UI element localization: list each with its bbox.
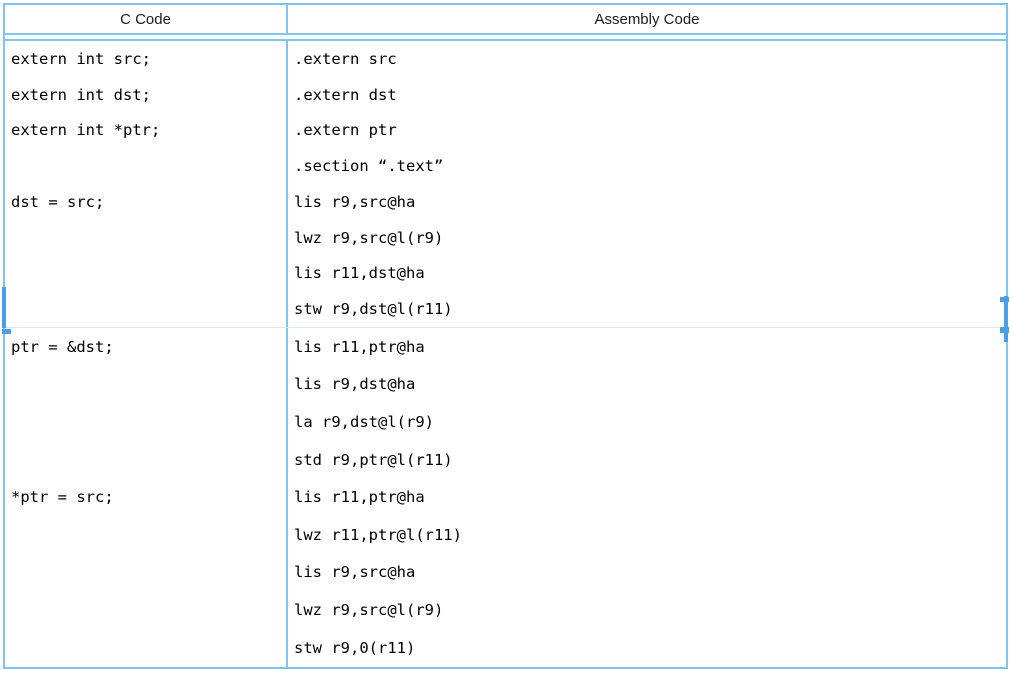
- code-line: [11, 441, 286, 479]
- code-line: dst = src;: [11, 192, 105, 211]
- table-header-row: C Code Assembly Code: [5, 5, 1006, 33]
- code-line: lis r11,dst@ha: [294, 264, 425, 283]
- code-line: lis r11,ptr@ha: [294, 488, 425, 507]
- code-line: lwz r11,ptr@l(r11): [294, 525, 462, 544]
- code-line: [11, 629, 286, 667]
- code-line: lis r11,ptr@ha: [294, 337, 425, 356]
- header-cell-c-code: C Code: [5, 5, 288, 33]
- assembly-code-cell-1: .extern src .extern dst .extern ptr .sectio…: [288, 41, 1006, 327]
- c-code-cell-2: ptr = &dst; *ptr = src;: [5, 328, 288, 667]
- code-line: .section “.text”: [294, 157, 444, 176]
- code-line: extern int *ptr;: [11, 121, 161, 140]
- code-line: [11, 516, 286, 554]
- code-line: [11, 148, 286, 184]
- table-border-handle-left[interactable]: [2, 287, 6, 328]
- code-line: .extern ptr: [294, 121, 397, 140]
- code-line: lis r9,src@ha: [294, 192, 416, 211]
- code-line: lis r9,src@ha: [294, 563, 416, 582]
- code-line: [11, 220, 286, 256]
- code-comparison-table: C Code Assembly Code extern int src;exte…: [3, 3, 1008, 669]
- code-line: lis r9,dst@ha: [294, 375, 416, 394]
- table-border-handle-right-tab-bottom[interactable]: [1000, 327, 1009, 333]
- table-border-handle-right-tab-top[interactable]: [1000, 297, 1009, 302]
- code-line: *ptr = src;: [11, 488, 114, 507]
- code-line: [11, 366, 286, 404]
- code-line: extern int dst;: [11, 85, 151, 104]
- table-border-handle-left-tab[interactable]: [2, 329, 11, 334]
- code-line: [11, 403, 286, 441]
- code-line: [11, 554, 286, 592]
- code-line: .extern src: [294, 49, 397, 68]
- code-line: la r9,dst@l(r9): [294, 412, 434, 431]
- table-border-handle-right[interactable]: [1004, 296, 1008, 342]
- code-line: [11, 591, 286, 629]
- code-line: std r9,ptr@l(r11): [294, 450, 453, 469]
- code-line: stw r9,0(r11): [294, 638, 416, 657]
- header-cell-assembly-code: Assembly Code: [594, 10, 700, 28]
- code-line: [11, 291, 286, 327]
- code-line: .extern dst: [294, 85, 397, 104]
- table-row-group-1: extern int src; extern int dst; extern int…: [5, 41, 1006, 327]
- code-line: ptr = &dst;: [11, 337, 114, 356]
- code-line: [11, 256, 286, 292]
- code-line: extern int src;: [11, 49, 151, 68]
- row-divider-line: [5, 327, 1006, 328]
- code-line: stw r9,dst@l(r11): [294, 300, 453, 319]
- code-line: lwz r9,src@l(r9): [294, 600, 444, 619]
- header-double-rule: [5, 33, 1006, 41]
- c-code-cell-1: extern int src; extern int dst; extern int…: [5, 41, 288, 327]
- code-line: lwz r9,src@l(r9): [294, 228, 444, 247]
- assembly-code-cell-2: lis r11,ptr@ha lis r9,dst@ha la r9,dst@l(r…: [288, 328, 1006, 667]
